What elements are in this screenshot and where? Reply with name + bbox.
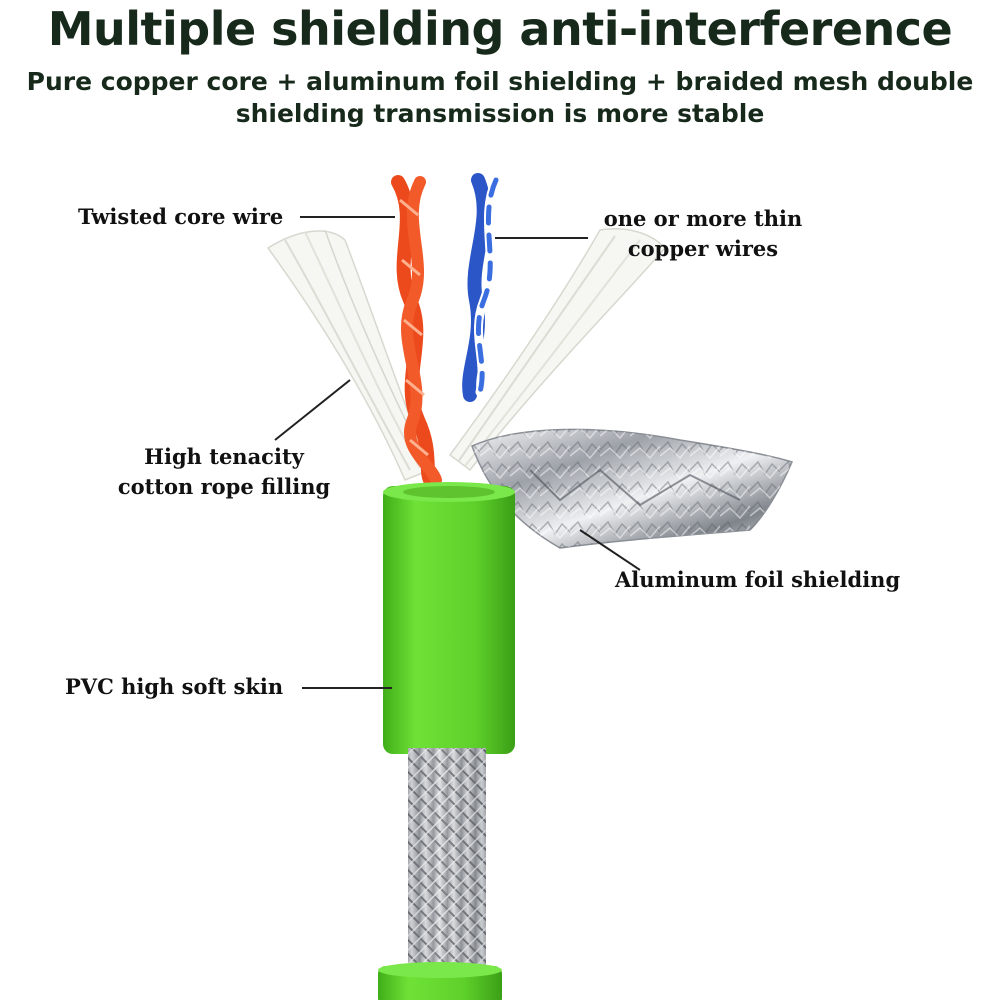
aluminum-foil: [471, 428, 794, 549]
blue-twisted-core: [462, 173, 501, 402]
page-subtitle: Pure copper core + aluminum foil shieldi…: [26, 67, 974, 128]
label-cotton-line1: High tenacity: [144, 444, 304, 469]
label-cotton-filling: High tenacity cotton rope filling: [108, 442, 340, 502]
label-twisted-core: Twisted core wire: [78, 204, 284, 229]
label-copper-wires-line1: one or more thin: [603, 206, 803, 231]
label-cotton-line2: cotton rope filling: [117, 474, 331, 499]
pvc-jacket-bottom: [378, 962, 502, 1000]
label-copper-wires-line2: copper wires: [627, 236, 779, 261]
leader-lines: [274, 216, 641, 689]
orange-twisted-core: [391, 175, 442, 487]
label-pvc-skin: PVC high soft skin: [65, 674, 284, 699]
cotton-filler-right: [448, 228, 667, 472]
label-aluminum-foil: Aluminum foil shielding: [615, 567, 901, 592]
page-title: Multiple shielding anti-interference: [47, 2, 953, 56]
label-copper-wires: one or more thin copper wires: [598, 204, 808, 264]
pvc-jacket: [383, 482, 515, 754]
braided-shield: [408, 748, 486, 973]
